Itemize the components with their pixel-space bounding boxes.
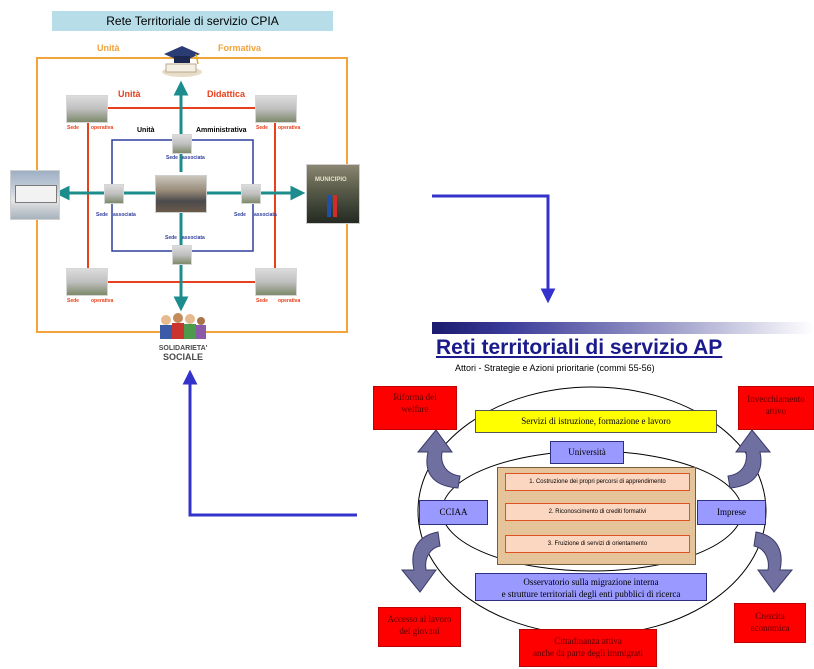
accesso-lavoro-box: Accesso al lavoro dei giovani	[378, 607, 461, 647]
unita-formativa-right: Formativa	[218, 43, 262, 53]
municipio-label: MUNICIPIO	[315, 177, 347, 183]
reti-subtitle: Attori - Strategie e Azioni prioritarie …	[455, 363, 655, 373]
crescita-line2: economica	[750, 623, 790, 633]
sede-operativa-photo-br	[255, 268, 297, 296]
osservatorio-box: Osservatorio sulla migrazione interna e …	[475, 573, 707, 601]
servizi-box: Servizi di istruzione, formazione e lavo…	[475, 410, 717, 433]
sede-label-bl: Sede	[67, 298, 79, 304]
school-sign-photo	[10, 170, 60, 220]
unita-amm-right: Amministrativa	[196, 127, 247, 134]
sede-label-left: Sede	[96, 212, 108, 218]
action-item-3: 3. Fruizione di servizi di orientamento	[505, 535, 690, 553]
cittadinanza-line2: anche da parte degli immigrati	[533, 648, 643, 658]
unita-didattica-right: Didattica	[207, 89, 246, 99]
associata-label-left: associata	[113, 212, 136, 218]
sede-associata-photo-left	[104, 184, 124, 204]
cittadinanza-line1: Cittadinanza attiva	[554, 636, 622, 646]
invecchiamento-box: Invecchiamento attivo	[738, 386, 814, 430]
crescita-line1: Crescita	[755, 611, 785, 621]
unita-formativa-left: Unità	[97, 43, 120, 53]
imprese-box: Imprese	[697, 500, 766, 525]
cittadinanza-box: Cittadinanza attiva anche da parte degli…	[519, 629, 657, 667]
sede-associata-photo-bottom	[172, 245, 192, 265]
operativa-label-bl: operativa	[91, 298, 114, 304]
operativa-label-br: operativa	[278, 298, 301, 304]
universita-box: Università	[550, 441, 624, 464]
invecchiamento-line2: attivo	[765, 406, 787, 416]
reti-title: Reti territoriali di servizio AP	[436, 336, 723, 359]
operativa-label-tl: operativa	[91, 125, 114, 131]
people-group-icon	[160, 313, 206, 339]
unita-amm-left: Unità	[137, 127, 155, 134]
solidarieta-sociale-logo: SOLIDARIETA' SOCIALE	[156, 312, 210, 362]
cciaa-box: CCIAA	[419, 500, 488, 525]
solidarieta-line1: SOLIDARIETA'	[158, 345, 208, 352]
sede-label-tl: Sede	[67, 125, 79, 131]
riforma-line2: welfare	[401, 404, 429, 414]
sede-label-right: Sede	[234, 212, 246, 218]
title-gradient-bar	[432, 322, 814, 334]
action-item-2: 2. Riconoscimento di crediti formativi	[505, 503, 690, 521]
accesso-line1: Accesso al lavoro	[387, 614, 452, 624]
accesso-line2: dei giovani	[399, 626, 440, 636]
sede-label-tr: Sede	[256, 125, 268, 131]
graduation-cap-icon	[160, 42, 204, 78]
municipio-photo: MUNICIPIO	[306, 164, 360, 224]
riforma-line1: Riforma del	[393, 392, 437, 402]
sede-associata-photo-top	[172, 134, 192, 154]
operativa-label-tr: operativa	[278, 125, 301, 131]
associata-label-top: associata	[182, 155, 205, 161]
associata-label-right: associata	[254, 212, 277, 218]
osservatorio-line1: Osservatorio sulla migrazione interna	[523, 577, 659, 587]
riforma-welfare-box: Riforma del welfare	[373, 386, 457, 430]
sede-label-br: Sede	[256, 298, 268, 304]
crescita-economica-box: Crescita economica	[734, 603, 806, 643]
invecchiamento-line1: Invecchiamento	[747, 394, 805, 404]
action-item-1: 1. Costruzione dei propri percorsi di ap…	[505, 473, 690, 491]
sede-operativa-photo-bl	[66, 268, 108, 296]
sede-operativa-photo-tl	[66, 95, 108, 123]
classroom-photo	[155, 175, 207, 213]
sede-associata-photo-right	[241, 184, 261, 204]
cpia-header: Rete Territoriale di servizio CPIA	[52, 11, 333, 31]
associata-label-bottom: associata	[182, 235, 205, 241]
sede-label-top: Sede	[166, 155, 178, 161]
osservatorio-line2: e strutture territoriali degli enti pubb…	[501, 589, 681, 599]
sede-label-bottom: Sede	[165, 235, 177, 241]
unita-didattica-left: Unità	[118, 89, 141, 99]
sede-operativa-photo-tr	[255, 95, 297, 123]
solidarieta-line2: SOCIALE	[162, 352, 203, 362]
